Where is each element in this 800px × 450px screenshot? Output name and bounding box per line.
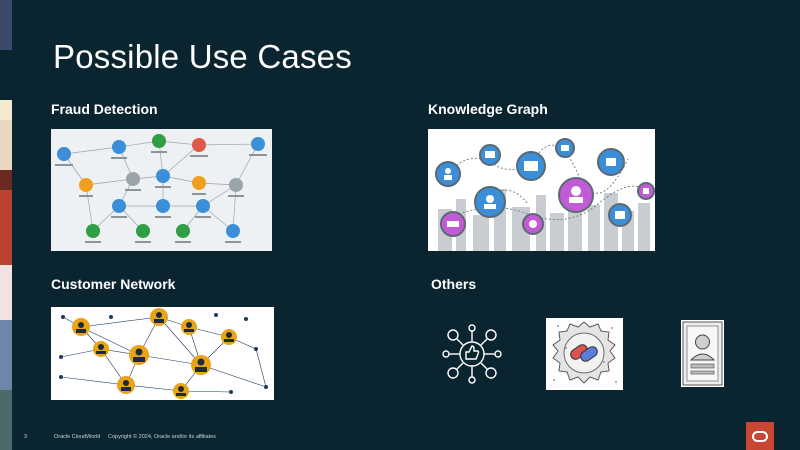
thumbs-up-network-icon <box>441 323 503 385</box>
knowledge-graph-illustration <box>428 129 655 251</box>
section-title-knowledge-graph: Knowledge Graph <box>428 101 548 117</box>
section-title-others: Others <box>431 276 477 292</box>
slide-title: Possible Use Cases <box>53 38 352 75</box>
footer-event: Oracle CloudWorld <box>54 434 101 440</box>
fraud-detection-graph-image <box>51 129 272 251</box>
oracle-logo-icon <box>746 422 774 450</box>
section-title-fraud-detection: Fraud Detection <box>51 101 158 117</box>
footer-copyright: Copyright © 2024, Oracle and/or its affi… <box>108 434 216 440</box>
verified-user-card-icon <box>681 320 724 387</box>
gear-link-icon <box>546 318 623 390</box>
customer-network-illustration <box>51 307 274 400</box>
footer-page-number: 3 <box>24 434 28 440</box>
customer-network-image <box>51 307 274 400</box>
oracle-logo-ring <box>752 431 768 442</box>
fraud-graph-illustration <box>51 129 272 251</box>
knowledge-graph-image <box>428 129 655 251</box>
decorative-edge-strip <box>0 0 12 450</box>
section-title-customer-network: Customer Network <box>51 276 176 292</box>
